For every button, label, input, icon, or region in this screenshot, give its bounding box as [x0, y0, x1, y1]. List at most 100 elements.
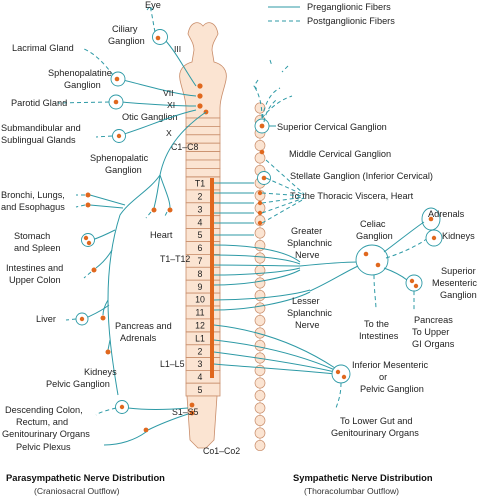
chain-ganglion-bead	[254, 327, 266, 339]
label-liver: Liver	[36, 314, 56, 324]
chain-ganglion-bead	[254, 302, 266, 314]
lumbar-segment	[185, 382, 221, 397]
fiber-sacral-1	[127, 407, 189, 410]
legend-preganglionic-label: Preganglionic Fibers	[307, 2, 391, 12]
chain-dot	[257, 210, 263, 216]
fiber-viscera-post	[261, 192, 305, 197]
splanchnic-fiber	[213, 244, 301, 263]
label-greater: Greater	[291, 226, 322, 236]
label-descending: Descending Colon,	[5, 405, 83, 415]
ganglion-dot	[86, 240, 92, 246]
label-inferior-mesenteric: Inferior Mesenteric	[352, 360, 428, 370]
chain-ganglion-bead	[254, 414, 266, 427]
lesser-splanchnic-fiber	[213, 291, 311, 311]
chain-ganglion-bead	[254, 289, 266, 302]
fiber-viscera-post	[261, 197, 305, 214]
splanchnic-fiber	[213, 264, 301, 267]
fiber-pancreas	[102, 299, 109, 316]
label-ciliary: Ciliary	[112, 24, 138, 34]
cervical-segment	[185, 159, 221, 169]
label-esophagus: and Esophagus	[1, 202, 65, 212]
label-pancreas-right: Pancreas	[414, 315, 453, 325]
legend: Preganglionic Fibers Postganglionic Fibe…	[268, 2, 395, 26]
label-greater-nerve: Nerve	[295, 250, 320, 260]
label-spheno: Sphenopalatine	[48, 68, 112, 78]
ganglion-dot	[79, 316, 85, 322]
thoracic-segment-label: 8	[198, 269, 203, 279]
fiber-to-submandibular	[123, 109, 197, 135]
label-s1-s5: S1–S5	[172, 407, 199, 417]
lumbar-segment-label: L1	[195, 334, 205, 344]
ganglion-dot	[259, 123, 265, 129]
fiber-cn11	[120, 101, 197, 107]
label-mesenteric: Mesenteric	[432, 278, 477, 288]
fiber-liver	[85, 304, 110, 319]
fiber-to-glands	[95, 135, 113, 138]
fiber-bronchi-2	[89, 204, 124, 209]
fiber-to-parotid	[57, 101, 110, 104]
ganglion-dot	[335, 369, 341, 375]
thoracic-segment	[185, 215, 221, 229]
fiber-heart-1	[153, 174, 161, 209]
splanchnic-fiber	[213, 254, 301, 265]
label-middle-cervical: Middle Cervical Ganglion	[289, 149, 391, 159]
label-cn-vii: VII	[163, 88, 174, 98]
fiber-viscera-post	[261, 198, 305, 224]
label-parotid: Parotid Gland	[11, 98, 67, 108]
chain-ganglion-bead	[254, 264, 266, 277]
label-upper-colon: Upper Colon	[9, 275, 61, 285]
fiber-intestines-post	[83, 271, 92, 279]
label-kidneys-left: Kidneys	[84, 367, 117, 377]
thoracic-segment-label: 7	[198, 256, 203, 266]
fiber-head-post	[261, 87, 281, 119]
caption-left-subtitle: (Craniosacral Outflow)	[34, 486, 120, 496]
ganglion-dot	[341, 374, 347, 380]
label-rectum: Rectum, and	[16, 417, 68, 427]
ganglion-dot	[113, 99, 119, 105]
sacral-nucleus-dot	[189, 410, 195, 416]
label-intestines-right: Intestines	[359, 331, 399, 341]
fiber-head-post	[261, 95, 293, 119]
fiber-heart-post	[145, 211, 152, 219]
chain-ganglion-bead	[254, 389, 266, 402]
legend-postganglionic-label: Postganglionic Fibers	[307, 16, 395, 26]
lumbar-segment-label: 5	[198, 385, 203, 395]
chain-ganglion-bead	[254, 364, 266, 377]
fiber-liver-post	[65, 318, 77, 321]
sacrum	[186, 395, 218, 449]
label-cn-x: X	[166, 128, 172, 138]
caption-left-title: Parasympathetic Nerve Distribution	[6, 472, 165, 483]
chain-ganglion-bead	[254, 102, 266, 114]
thoracic-segment-label: 3	[198, 204, 203, 214]
label-eye: Eye	[145, 0, 161, 10]
label-spheno-ganglion: Ganglion	[64, 80, 101, 90]
bronchi-dot	[85, 192, 91, 198]
ganglion-dot	[83, 235, 89, 241]
ganglion-dot	[155, 35, 161, 41]
fiber-viscera-post	[261, 196, 305, 204]
greater-splanchnic-trunk	[299, 261, 359, 267]
ganglion-dot	[375, 262, 381, 268]
label-sublingual: Sublingual Glands	[1, 135, 76, 145]
chain-dot	[257, 190, 263, 196]
vagus-nerve-trunk	[107, 111, 207, 396]
fiber-lower-gut-post	[335, 382, 342, 409]
label-sphenopalatic: Sphenopalatic	[90, 153, 149, 163]
fiber-bronchi-post	[75, 204, 86, 208]
label-to-the: To the	[364, 319, 389, 329]
thoracic-segment-label: 12	[195, 321, 205, 331]
thoracic-segment-label: 4	[198, 217, 203, 227]
label-lacrimal: Lacrimal Gland	[12, 43, 74, 53]
lumbar-splanchnic-fiber	[213, 363, 336, 375]
splanchnic-fiber	[213, 267, 301, 276]
ganglion-dot	[116, 133, 122, 139]
ganglion-dot	[413, 283, 419, 289]
lumbar-splanchnic-fiber	[213, 324, 336, 369]
chain-dot	[257, 220, 263, 226]
fiber-stomach	[91, 229, 116, 241]
thoracic-segment-label: 6	[198, 243, 203, 253]
thoracic-segment	[185, 266, 221, 281]
thoracic-segment	[185, 241, 221, 255]
